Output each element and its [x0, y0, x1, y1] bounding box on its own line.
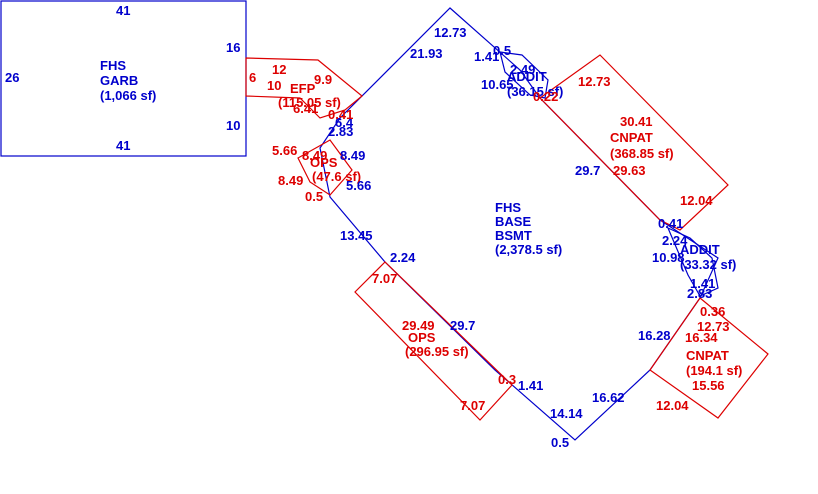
dim-label: 0.36	[700, 304, 725, 319]
red-dimensions: 12 6 10 9.9 6.41 0.41 5.66 8.49 8.49 0.5…	[249, 62, 730, 413]
ops-small-name: OPS	[310, 155, 338, 170]
dim-label: 0.5	[551, 435, 569, 450]
ops-large-outline	[354, 261, 513, 421]
dim-label: 5.66	[272, 143, 297, 158]
dim-label: 8.49	[340, 148, 365, 163]
ops-large-size: (296.95 sf)	[405, 344, 469, 359]
dim-label: 26	[5, 70, 19, 85]
dim-label: 12	[272, 62, 286, 77]
ops-large-name: OPS	[408, 330, 436, 345]
garage-name-2: GARB	[100, 73, 138, 88]
dim-label: 29.63	[613, 163, 646, 178]
dim-label: 10.65	[481, 77, 514, 92]
dim-label: 7.07	[372, 271, 397, 286]
dim-label: 2.83	[687, 286, 712, 301]
addit-top-outline	[499, 51, 549, 99]
dim-label: 0.5	[493, 43, 511, 58]
dim-label: 5.66	[346, 178, 371, 193]
blue-dimensions: 41 41 26 16 10 12.73 21.93 1.41 0.5 2.49…	[5, 3, 715, 450]
dim-label: 41	[116, 3, 130, 18]
dim-label: 41	[116, 138, 130, 153]
garage-size: (1,066 sf)	[100, 88, 156, 103]
dim-label: 12.73	[578, 74, 611, 89]
dim-label: 6.41	[293, 101, 318, 116]
dim-label: 0.41	[328, 107, 353, 122]
cnpat-top-size: (368.85 sf)	[610, 146, 674, 161]
dim-label: 10	[226, 118, 240, 133]
dim-label: 15.56	[692, 378, 725, 393]
dim-label: 21.93	[410, 46, 443, 61]
cnpat-top-label: CNPAT (368.85 sf)	[610, 130, 674, 161]
cnpat-top-outline	[539, 54, 729, 231]
efp-label: EFP (115.05 sf)	[278, 81, 341, 110]
dim-label: 16	[226, 40, 240, 55]
addit-right-outline	[666, 226, 719, 297]
dim-label: 6.4	[335, 115, 354, 130]
addit-right-label: ADDIT (33.32 sf)	[680, 242, 736, 272]
garage-name-1: FHS	[100, 58, 126, 73]
dim-label: 10	[267, 78, 281, 93]
ops-small-size: (47.6 sf)	[312, 169, 361, 184]
dim-label: 12.04	[680, 193, 713, 208]
dim-label: 29.7	[450, 318, 475, 333]
dim-label: 8.49	[278, 173, 303, 188]
dim-label: 10.98	[652, 250, 685, 265]
base-name-2: BASE	[495, 214, 531, 229]
dim-label: 12.04	[656, 398, 689, 413]
base-size: (2,378.5 sf)	[495, 242, 562, 257]
base-name-1: FHS	[495, 200, 521, 215]
ops-small-label: OPS (47.6 sf)	[310, 155, 361, 184]
base-area-label: FHS BASE BSMT (2,378.5 sf)	[495, 200, 562, 257]
dim-label: 2.49	[510, 62, 535, 77]
dim-label: 8.49	[302, 148, 327, 163]
dim-label: 16.62	[592, 390, 625, 405]
ops-small-outline	[297, 139, 353, 196]
dim-label: 7.07	[460, 398, 485, 413]
dim-label: 0.22	[533, 89, 558, 104]
garage-area-label: FHS GARB (1,066 sf)	[100, 58, 156, 103]
dim-label: 16.34	[685, 330, 718, 345]
dim-label: 0.5	[305, 189, 323, 204]
cnpat-bottom-name: CNPAT	[686, 348, 729, 363]
efp-outline	[245, 57, 363, 119]
dim-label: 30.41	[620, 114, 653, 129]
cnpat-top-name: CNPAT	[610, 130, 653, 145]
dim-label: 29.49	[402, 318, 435, 333]
dim-label: 0.41	[658, 216, 683, 231]
dim-label: 2.24	[662, 233, 688, 248]
addit-right-size: (33.32 sf)	[680, 257, 736, 272]
dim-label: 12.73	[697, 319, 730, 334]
dim-label: 0.3	[498, 372, 516, 387]
dim-label: 1.41	[690, 276, 715, 291]
dim-label: 13.45	[340, 228, 373, 243]
addit-top-name: ADDIT	[507, 69, 547, 84]
dim-label: 9.9	[314, 72, 332, 87]
dim-label: 2.83	[328, 124, 353, 139]
addit-right-name: ADDIT	[680, 242, 720, 257]
base-name-3: BSMT	[495, 228, 532, 243]
dim-label: 6	[249, 70, 256, 85]
ops-large-label: OPS (296.95 sf)	[405, 330, 469, 359]
dim-label: 2.24	[390, 250, 416, 265]
dim-label: 29.7	[575, 163, 600, 178]
dim-label: 1.41	[474, 49, 499, 64]
cnpat-bottom-size: (194.1 sf)	[686, 363, 742, 378]
dim-label: 16.28	[638, 328, 671, 343]
addit-top-label: ADDIT (36.15 sf)	[507, 69, 563, 99]
efp-name: EFP	[290, 81, 316, 96]
dim-label: 1.41	[518, 378, 543, 393]
dim-label: 14.14	[550, 406, 583, 421]
dim-label: 12.73	[434, 25, 467, 40]
addit-top-size: (36.15 sf)	[507, 84, 563, 99]
cnpat-bottom-label: CNPAT (194.1 sf)	[686, 348, 742, 378]
cnpat-bottom-outline	[649, 297, 769, 419]
efp-size: (115.05 sf)	[278, 95, 341, 110]
